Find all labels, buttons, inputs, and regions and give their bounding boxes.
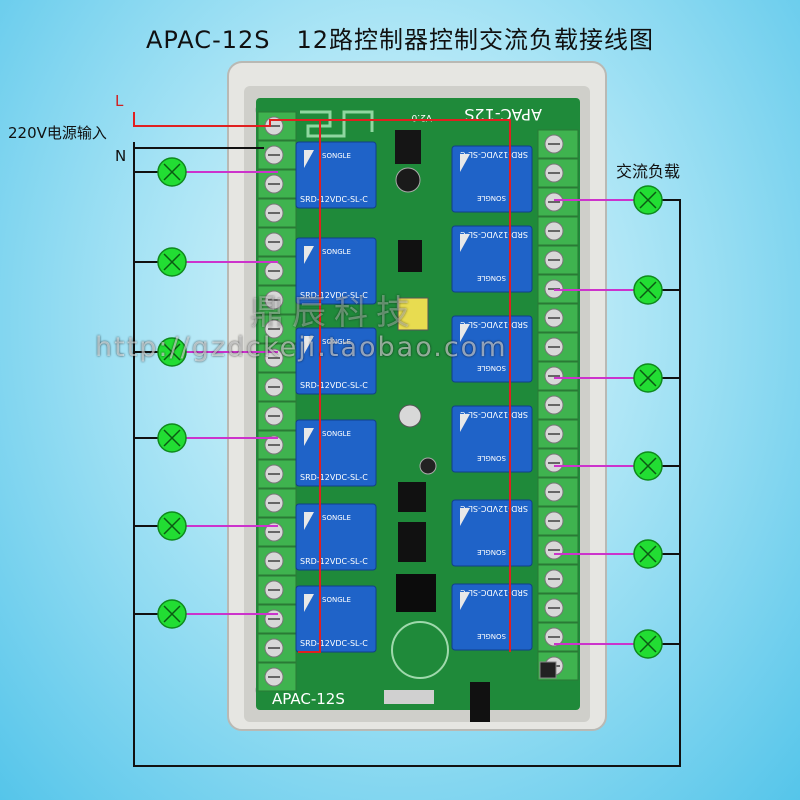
relay (295, 503, 377, 571)
learn-button-ring (391, 621, 449, 679)
relay (451, 405, 533, 473)
relay-brand: SONGLE (322, 596, 351, 604)
relay (295, 585, 377, 653)
terminal-slot (257, 546, 297, 576)
relay-model: SRD-12VDC-SL-C (300, 195, 368, 204)
buzzer (398, 404, 422, 428)
relay-model: SRD-12VDC-SL-C (460, 320, 528, 329)
relay-brand: SONGLE (322, 338, 351, 346)
relay (295, 141, 377, 209)
terminal-slot (257, 662, 297, 692)
lamp-cross (639, 369, 657, 387)
relay-brand: SONGLE (477, 364, 506, 372)
relay-brand: SONGLE (477, 194, 506, 202)
relay-logo (460, 234, 470, 252)
voltage-regulator (395, 130, 421, 164)
relay-logo (304, 246, 314, 264)
relay-model: SRD-12VDC-SL-C (300, 473, 368, 482)
ic-chip (398, 522, 426, 562)
capacitor-small (419, 457, 437, 475)
relay-model: SRD-12VDC-SL-C (460, 410, 528, 419)
relay-model: SRD-12VDC-SL-C (300, 381, 368, 390)
relay-brand: SONGLE (477, 454, 506, 462)
watermark-shop: 鼎辰科技 (250, 293, 418, 333)
relay-brand: SONGLE (322, 248, 351, 256)
live-wire-label: L (115, 92, 124, 110)
lamp-cross (163, 605, 181, 623)
relay-logo (304, 512, 314, 530)
neutral-wire-label: N (115, 147, 127, 165)
capacitor (395, 167, 421, 193)
relay-logo (460, 508, 470, 526)
relay (451, 583, 533, 651)
wires (133, 112, 681, 767)
microcontroller (396, 574, 436, 612)
right-terminal-block (537, 129, 579, 681)
relay-logo (460, 324, 470, 342)
ac-loads (157, 157, 663, 659)
lamp-cross (639, 281, 657, 299)
antenna-trace (300, 110, 374, 138)
relay (451, 315, 533, 383)
lamp-cross (163, 163, 181, 181)
board-bottom-label: APAC-12S (272, 690, 345, 708)
board-version: V2.0 (411, 112, 432, 122)
relay (295, 327, 377, 395)
relay-brand: SONGLE (322, 152, 351, 160)
antenna-connector (470, 682, 490, 722)
relay-model: SRD-12VDC-SL-C (300, 557, 368, 566)
relay (451, 145, 533, 213)
relay-brand: SONGLE (477, 632, 506, 640)
relay-model: SRD-12VDC-SL-C (300, 291, 368, 300)
lamp-cross (639, 545, 657, 563)
relay (295, 419, 377, 487)
relay-model: SRD-12VDC-SL-C (460, 588, 528, 597)
relay (451, 225, 533, 293)
power-input-label: 220V电源输入 (8, 124, 107, 142)
transformer (397, 297, 429, 331)
relay-logo (304, 150, 314, 168)
ic-chip (398, 240, 422, 272)
reset-button[interactable] (539, 661, 557, 679)
left-relay-column: SONGLE SRD-12VDC-SL-C SONGLE SRD-12VDC-SL-C… (295, 141, 377, 653)
relay-brand: SONGLE (477, 548, 506, 556)
lamp-cross (163, 429, 181, 447)
live-wire (133, 112, 321, 653)
relay-brand: SONGLE (477, 274, 506, 282)
ic-chip (398, 482, 426, 512)
title-model: APAC-12S (145, 26, 271, 54)
terminal-slot (257, 372, 297, 402)
title-text: 12路控制器控制交流负载接线图 (296, 26, 655, 54)
lamp-cross (639, 635, 657, 653)
page-title: APAC-12S 12路控制器控制交流负载接线图 (0, 20, 800, 55)
ac-load-label: 交流负载 (616, 162, 681, 181)
relay-logo (460, 592, 470, 610)
relay (451, 499, 533, 567)
lamp-cross (639, 191, 657, 209)
relay-model: SRD-12VDC-SL-C (300, 639, 368, 648)
left-terminal-block (257, 111, 297, 692)
lamp-cross (163, 517, 181, 535)
relay-logo (460, 414, 470, 432)
relay-model: SRD-12VDC-SL-C (460, 504, 528, 513)
board-top-label: APAC-12S (464, 105, 542, 124)
relay-model: SRD-12VDC-SL-C (460, 150, 528, 159)
right-relay-column: SONGLE SRD-12VDC-SL-C SONGLE SRD-12VDC-SL-C… (451, 145, 533, 651)
terminal-slot (257, 488, 297, 518)
watermark-url: http://gzdckeji.taobao.com (95, 332, 508, 363)
receiver-module (384, 690, 434, 704)
lamp-cross (163, 343, 181, 361)
relay-model: SRD-12VDC-SL-C (460, 230, 528, 239)
relay (295, 237, 377, 305)
relay-logo (304, 428, 314, 446)
relay-brand: SONGLE (322, 430, 351, 438)
relay-logo (304, 336, 314, 354)
lamp-cross (163, 253, 181, 271)
relay-logo (304, 594, 314, 612)
lamp-cross (639, 457, 657, 475)
relay-brand: SONGLE (322, 514, 351, 522)
live-bus-wire (296, 119, 511, 652)
relay-logo (460, 154, 470, 172)
